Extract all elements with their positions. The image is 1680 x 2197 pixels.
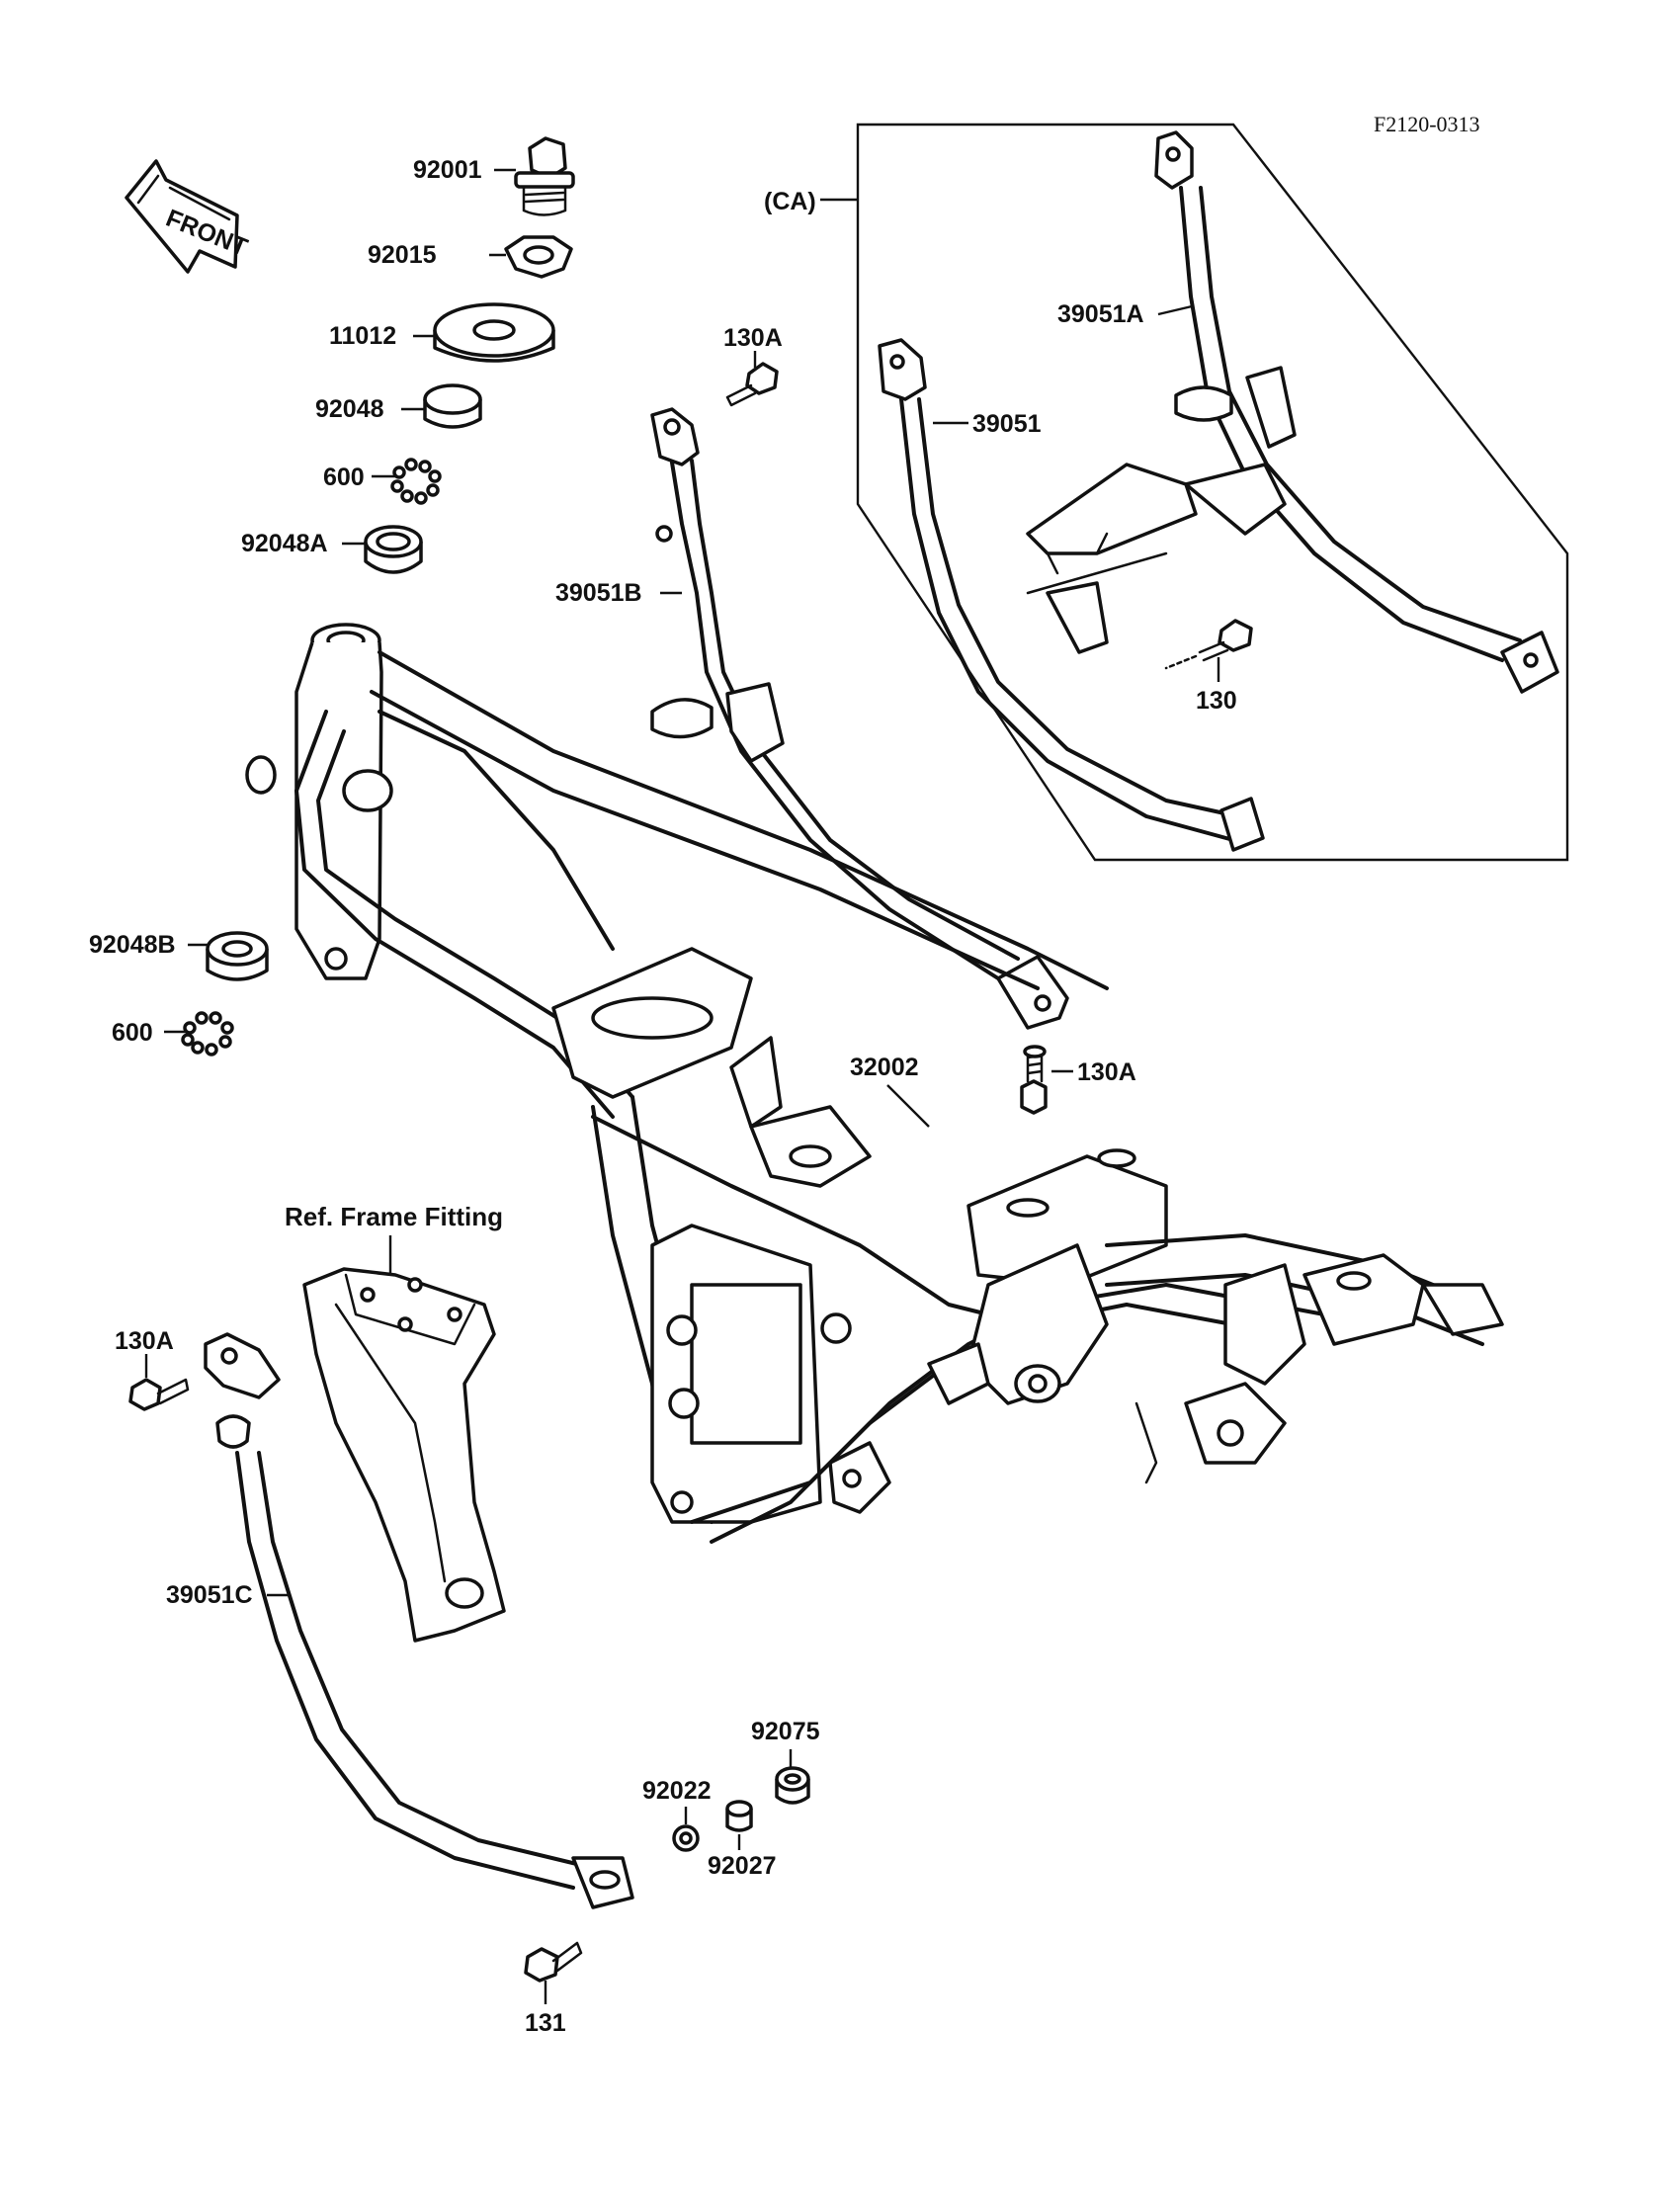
bolt-92001-icon bbox=[514, 136, 575, 216]
leader-32002 bbox=[886, 1084, 930, 1128]
label-92075: 92075 bbox=[751, 1718, 820, 1745]
label-92048: 92048 bbox=[315, 395, 384, 423]
label-92022: 92022 bbox=[642, 1777, 712, 1805]
label-600b: 600 bbox=[112, 1019, 153, 1047]
inset-label-ca: (CA) bbox=[764, 188, 816, 215]
label-130A-top: 130A bbox=[723, 324, 783, 352]
diagram-code: F2120-0313 bbox=[1374, 112, 1480, 136]
label-39051: 39051 bbox=[972, 410, 1042, 438]
stay-39051A-icon bbox=[1154, 130, 1559, 694]
label-130A-left: 130A bbox=[115, 1327, 174, 1355]
label-92001: 92001 bbox=[413, 156, 482, 184]
bolt-130-icon bbox=[1164, 619, 1253, 670]
label-130: 130 bbox=[1196, 687, 1237, 715]
bolt-130A-mid-icon bbox=[1020, 1045, 1048, 1115]
rubber-bush-11012-icon bbox=[433, 302, 555, 363]
label-39051C: 39051C bbox=[166, 1581, 253, 1609]
leader-39051A bbox=[1157, 304, 1193, 316]
label-39051B: 39051B bbox=[555, 579, 642, 607]
label-11012: 11012 bbox=[329, 322, 396, 350]
frame-fitting-icon bbox=[302, 1267, 506, 1643]
label-131: 131 bbox=[525, 2009, 566, 2037]
label-600a: 600 bbox=[323, 464, 365, 491]
grommet-92075-icon bbox=[775, 1766, 810, 1805]
inset-box-ca bbox=[856, 123, 1569, 862]
collar-92048B-icon bbox=[206, 931, 269, 981]
label-92027: 92027 bbox=[708, 1852, 777, 1880]
ref-frame-fitting-label: Ref. Frame Fitting bbox=[285, 1202, 503, 1231]
bolt-130A-top-icon bbox=[725, 362, 779, 407]
stay-39051-icon bbox=[878, 338, 1287, 852]
main-frame-32002-icon bbox=[245, 623, 1504, 1544]
label-92048A: 92048A bbox=[241, 530, 328, 557]
stay-39051B-icon bbox=[650, 407, 1069, 1030]
collar-92027-icon bbox=[725, 1800, 753, 1832]
cup-92048A-icon bbox=[364, 525, 423, 574]
stay-39051C-icon bbox=[204, 1332, 634, 1909]
label-39051A: 39051A bbox=[1057, 300, 1144, 328]
label-32002: 32002 bbox=[850, 1054, 919, 1081]
label-92048B: 92048B bbox=[89, 931, 176, 959]
bolt-130A-left-icon bbox=[128, 1378, 190, 1411]
nut-92015-icon bbox=[504, 235, 573, 279]
bolt-131-icon bbox=[524, 1941, 583, 1983]
washer-92022-icon bbox=[672, 1824, 700, 1852]
label-130A-mid: 130A bbox=[1077, 1058, 1136, 1086]
bearing-600b-icon bbox=[181, 1011, 234, 1056]
collar-92048-icon bbox=[423, 383, 482, 429]
front-arrow-icon: FRONT bbox=[125, 159, 251, 274]
label-92015: 92015 bbox=[368, 241, 437, 269]
bearing-600-icon bbox=[390, 458, 442, 505]
